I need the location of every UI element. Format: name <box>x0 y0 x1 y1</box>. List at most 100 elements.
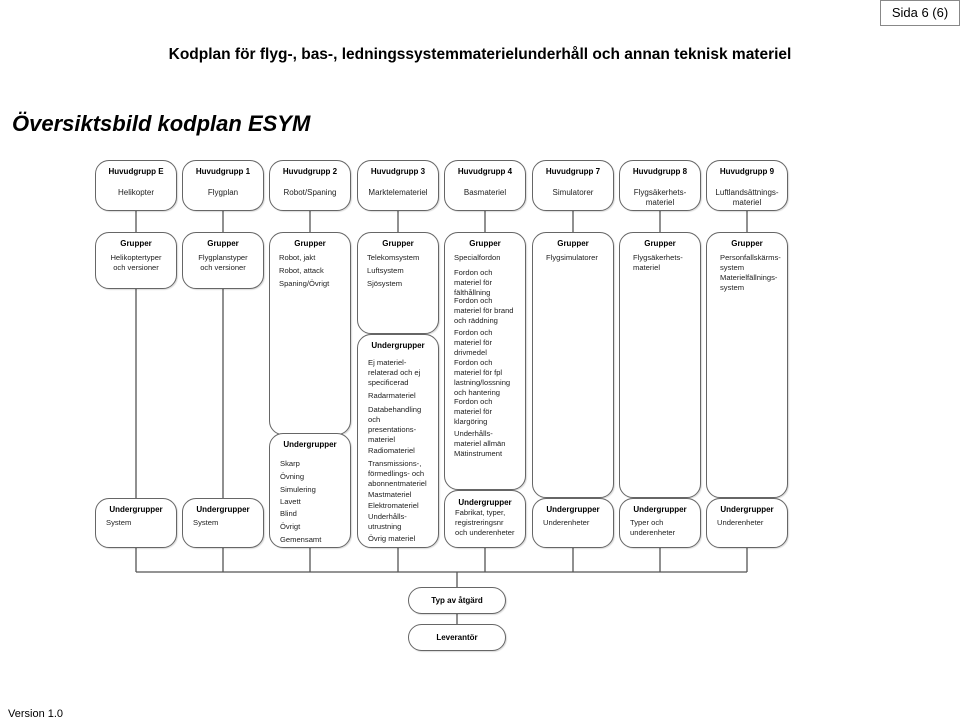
group-item: Fordon och <box>454 328 493 337</box>
subgroup-item: och underenheter <box>455 528 515 537</box>
subgroup-item: relaterad och ej <box>368 368 421 377</box>
grupper-title: Grupper <box>120 239 152 248</box>
group-item: Robot, jakt <box>279 253 316 262</box>
group-item: materiel <box>633 263 661 272</box>
undergrupper-title: Undergrupper <box>109 505 163 514</box>
group-item: system <box>720 283 745 292</box>
group-item: Fordon och <box>454 358 493 367</box>
group-item: materiel för brand <box>454 306 514 315</box>
subgroup-item: Mastmateriel <box>368 490 412 499</box>
huvudgrupp-name: Flygplan <box>207 188 239 197</box>
subgroup-item: presentations- <box>368 425 417 434</box>
group-item: Fordon och <box>454 296 493 305</box>
subgroup-item: Underenheter <box>543 518 590 527</box>
subgroup-item: Radarmateriel <box>368 391 416 400</box>
group-item: Luftsystem <box>367 266 404 275</box>
group-item: och versioner <box>113 263 159 272</box>
undergrupper-title: Undergrupper <box>196 505 250 514</box>
huvudgrupp-title: Huvudgrupp E <box>108 167 164 176</box>
huvudgrupp-title: Huvudgrupp 4 <box>457 167 513 176</box>
group-item: Robot, attack <box>279 266 324 275</box>
typ-av-atgard-label: Typ av åtgärd <box>431 596 483 605</box>
undergrupper-title: Undergrupper <box>283 440 337 449</box>
group-item: materiel för <box>454 278 492 287</box>
page-title: Översiktsbild kodplan ESYM <box>12 111 311 136</box>
undergrupper-title: Undergrupper <box>546 505 600 514</box>
group-item: materiel för <box>454 338 492 347</box>
leverantor-label: Leverantör <box>436 633 478 642</box>
subgroup-item: Radiomateriel <box>368 446 415 455</box>
group-item: Spaning/Övrigt <box>279 279 330 288</box>
group-item: Materielfällnings- <box>720 273 778 282</box>
grupper-title: Grupper <box>731 239 763 248</box>
subgroup-item: Elektromateriel <box>368 501 419 510</box>
subgroup-item: Lavett <box>280 497 301 506</box>
subgroup-item: registreringsnr <box>455 518 504 527</box>
group-item: Helikoptertyper <box>110 253 162 262</box>
huvudgrupp-box: Huvudgrupp 1 Flygplan <box>182 160 264 211</box>
group-item: Mätinstrument <box>454 449 503 458</box>
subgroup-item: Typer och <box>630 518 664 527</box>
typ-av-atgard-box: Typ av åtgärd <box>408 587 506 614</box>
grupper-title: Grupper <box>644 239 676 248</box>
huvudgrupp-title: Huvudgrupp 9 <box>719 167 775 176</box>
subgroup-item: förmedlings- och <box>368 469 425 478</box>
subgroup-item: Gemensamt <box>280 535 322 544</box>
group-item: Sjösystem <box>367 279 403 288</box>
group-item: Specialfordon <box>454 253 501 262</box>
grupper-title: Grupper <box>294 239 326 248</box>
subgroup-item: Övrigt <box>280 522 301 531</box>
subgroup-item: Transmissions-, <box>368 459 422 468</box>
subgroup-item: utrustning <box>368 522 402 531</box>
group-item: system <box>720 263 745 272</box>
huvudgrupp-box: Huvudgrupp E Helikopter <box>95 160 177 211</box>
leverantor-box: Leverantör <box>408 624 506 651</box>
huvudgrupp-name: Marktelemateriel <box>368 188 428 197</box>
subgroup-item: underenheter <box>630 528 676 537</box>
undergrupper-title: Undergrupper <box>371 341 425 350</box>
grupper-title: Grupper <box>382 239 414 248</box>
subgroup-item: Fabrikat, typer, <box>455 508 506 517</box>
huvudgrupp-title: Huvudgrupp 8 <box>632 167 688 176</box>
group-item: Flygsimulatorer <box>546 253 598 262</box>
huvudgrupp-title: Huvudgrupp 7 <box>545 167 601 176</box>
group-item: Fordon och <box>454 268 493 277</box>
subgroup-item: Simulering <box>280 485 316 494</box>
group-item: klargöring <box>454 417 488 426</box>
subgroup-item: System <box>193 518 219 527</box>
subgroup-item: Databehandling <box>368 405 422 414</box>
subgroup-item: Skarp <box>280 459 300 468</box>
huvudgrupp-name: Luftlandsättnings- materiel <box>715 188 779 207</box>
grupper-title: Grupper <box>557 239 589 248</box>
group-item: och räddning <box>454 316 498 325</box>
undergrupper-title: Undergrupper <box>458 498 512 507</box>
huvudgrupp-name: Helikopter <box>117 188 154 197</box>
huvudgrupp-title: Huvudgrupp 1 <box>195 167 251 176</box>
subgroup-item: System <box>106 518 132 527</box>
group-item: Fordon och <box>454 397 493 406</box>
grupper-title: Grupper <box>469 239 501 248</box>
huvudgrupp-title: Huvudgrupp 2 <box>282 167 338 176</box>
group-item: fälthållning <box>454 288 491 297</box>
group-item: Flygplanstyper <box>198 253 248 262</box>
group-item: Telekomsystem <box>367 253 420 262</box>
subgroup-item: Underhålls- <box>368 512 407 521</box>
page-number-badge: Sida 6 (6) <box>880 0 960 26</box>
subgroup-item: och <box>368 415 381 424</box>
huvudgrupp-name: Basmateriel <box>463 188 507 197</box>
subgroup-item: materiel <box>368 435 396 444</box>
version-label: Version 1.0 <box>8 708 64 720</box>
group-item: och hantering <box>454 388 501 397</box>
huvudgrupp-title: Huvudgrupp 3 <box>370 167 426 176</box>
